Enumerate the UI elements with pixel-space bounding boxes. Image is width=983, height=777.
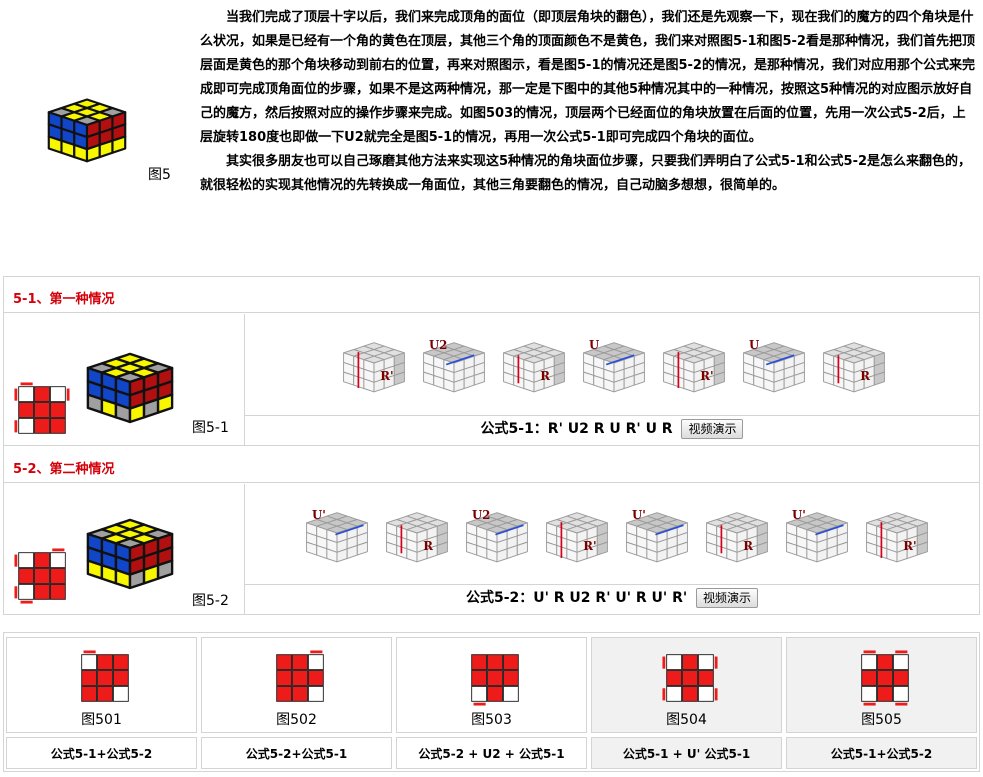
section-1-step-6-arrow xyxy=(765,354,795,366)
case-501-name: 图501 xyxy=(81,712,122,728)
section-2-top-view-pattern xyxy=(14,548,66,604)
section-2-formula-line: 公式5-2：U' R U2 R' U' R U' R' 视频演示 xyxy=(245,584,979,610)
case-503-name: 图503 xyxy=(471,712,512,728)
section-2-step-2-label: R xyxy=(423,539,433,553)
section-2-step-3-cube: U2 xyxy=(466,508,528,563)
section-1-cube-image xyxy=(86,352,174,424)
intro-paragraph-2: 其实很多朋友也可以自己琢磨其他方法来实现这5种情况的角块面位步骤，只要我们弄明白… xyxy=(200,154,972,193)
section-1-step-6-label: U xyxy=(749,338,759,352)
section-2-step-1-arrow xyxy=(335,524,364,536)
case-501: 图501 公式5-1+公式5-2 xyxy=(4,633,199,771)
section-1-step-2-label: U2 xyxy=(429,338,447,352)
section-1-formula-line: 公式5-1：R' U2 R U R' U R 视频演示 xyxy=(245,415,979,441)
section-1-figure-caption: 图5-1 xyxy=(192,420,229,436)
section-1-step-7-cube: R xyxy=(823,342,885,393)
section-1-step-7-label: R xyxy=(860,369,870,383)
section-1-formula: 公式5-1：R' U2 R U R' U R xyxy=(480,421,673,437)
section-1-step-2-arrow xyxy=(445,354,475,366)
case-505-figure: 图505 xyxy=(786,637,977,733)
section-2-figure-caption: 图5-2 xyxy=(192,593,229,609)
section-1-top-view-pattern xyxy=(14,382,70,434)
section-1-step-4-label: U xyxy=(589,338,599,352)
section-2-formula: 公式5-2：U' R U2 R' U' R U' R' xyxy=(465,590,688,606)
case-504-name: 图504 xyxy=(666,712,707,728)
case-505-name: 图505 xyxy=(861,712,902,728)
case-504-figure: 图504 xyxy=(591,637,782,733)
section-1-step-3-cube: R xyxy=(503,342,565,393)
case-502-figure: 图502 xyxy=(201,637,392,733)
case-503-figure: 图503 xyxy=(396,637,587,733)
section-2-step-8-label: R' xyxy=(903,539,916,553)
intro-cube-image xyxy=(47,98,127,163)
section-1-step-2-cube: U2 xyxy=(423,338,485,393)
section-2-cube-image xyxy=(86,518,174,590)
intro-text: 当我们完成了顶层十字以后，我们来完成顶角的面位（即顶层角块的翻色），我们还是先观… xyxy=(200,6,975,198)
section-2-step-6-label: R xyxy=(743,539,753,553)
section-1-step-1-cube: R' xyxy=(343,342,405,393)
intro-figure-caption: 图5 xyxy=(148,167,171,183)
case-501-figure: 图501 xyxy=(6,637,197,733)
section-1-step-1-label: R' xyxy=(380,369,393,383)
cases-grid: 图501 公式5-1+公式5-2 图502 公式5-2+公式5-1 图503 公… xyxy=(3,632,980,772)
case-503: 图503 公式5-2 + U2 + 公式5-1 xyxy=(394,633,589,771)
case-505: 图505 公式5-1+公式5-2 xyxy=(784,633,979,771)
section-2-step-5-arrow xyxy=(655,524,684,536)
section-1-figure-cell: 图5-1 xyxy=(4,314,245,445)
section-2-step-6-cube: R xyxy=(706,512,768,563)
section-2-step-2-cube: R xyxy=(386,512,448,563)
case-505-pattern xyxy=(861,650,909,706)
section-2-step-3-label: U2 xyxy=(472,508,490,522)
case-502-pattern xyxy=(276,650,324,702)
case-501-pattern xyxy=(81,650,129,702)
section-2-step-8-cube: R' xyxy=(866,512,928,563)
case-504: 图504 公式5-1 + U' 公式5-1 xyxy=(589,633,784,771)
section-1-step-5-label: R' xyxy=(700,369,713,383)
section-1-step-4-arrow xyxy=(605,354,635,366)
section-1-step-5-cube: R' xyxy=(663,342,725,393)
case-502-name: 图502 xyxy=(276,712,317,728)
case-502: 图502 公式5-2+公式5-1 xyxy=(199,633,394,771)
section-1-video-button[interactable]: 视频演示 xyxy=(681,419,744,439)
section-2-step-5-cube: U' xyxy=(626,508,688,563)
section-1-step-4-cube: U xyxy=(583,338,645,393)
section-1-step-3-label: R xyxy=(540,369,550,383)
intro-paragraph-1: 当我们完成了顶层十字以后，我们来完成顶角的面位（即顶层角块的翻色），我们还是先观… xyxy=(200,10,975,145)
case-503-pattern xyxy=(471,654,519,706)
section-2-step-4-cube: R' xyxy=(546,512,608,563)
section-2-step-7-label: U' xyxy=(792,508,806,522)
section-2-step-7-arrow xyxy=(815,524,844,536)
case-503-formula: 公式5-2 + U2 + 公式5-1 xyxy=(396,737,587,769)
section-2-step-1-cube: U' xyxy=(306,508,368,563)
case-501-formula: 公式5-1+公式5-2 xyxy=(6,737,197,769)
section-2-step-7-cube: U' xyxy=(786,508,848,563)
section-2-figure-cell: 图5-2 xyxy=(4,484,245,614)
case-505-formula: 公式5-1+公式5-2 xyxy=(786,737,977,769)
section-2-step-4-label: R' xyxy=(583,539,596,553)
section-2-video-button[interactable]: 视频演示 xyxy=(696,588,759,608)
section-2-heading: 5-2、第二种情况 xyxy=(4,447,979,483)
section-2-step-1-label: U' xyxy=(312,508,326,522)
case-502-formula: 公式5-2+公式5-1 xyxy=(201,737,392,769)
section-1-heading: 5-1、第一种情况 xyxy=(4,277,979,313)
section-2-step-3-arrow xyxy=(495,524,524,536)
case-504-pattern xyxy=(662,654,718,702)
case-504-formula: 公式5-1 + U' 公式5-1 xyxy=(591,737,782,769)
section-2-step-5-label: U' xyxy=(632,508,646,522)
section-1-step-6-cube: U xyxy=(743,338,805,393)
